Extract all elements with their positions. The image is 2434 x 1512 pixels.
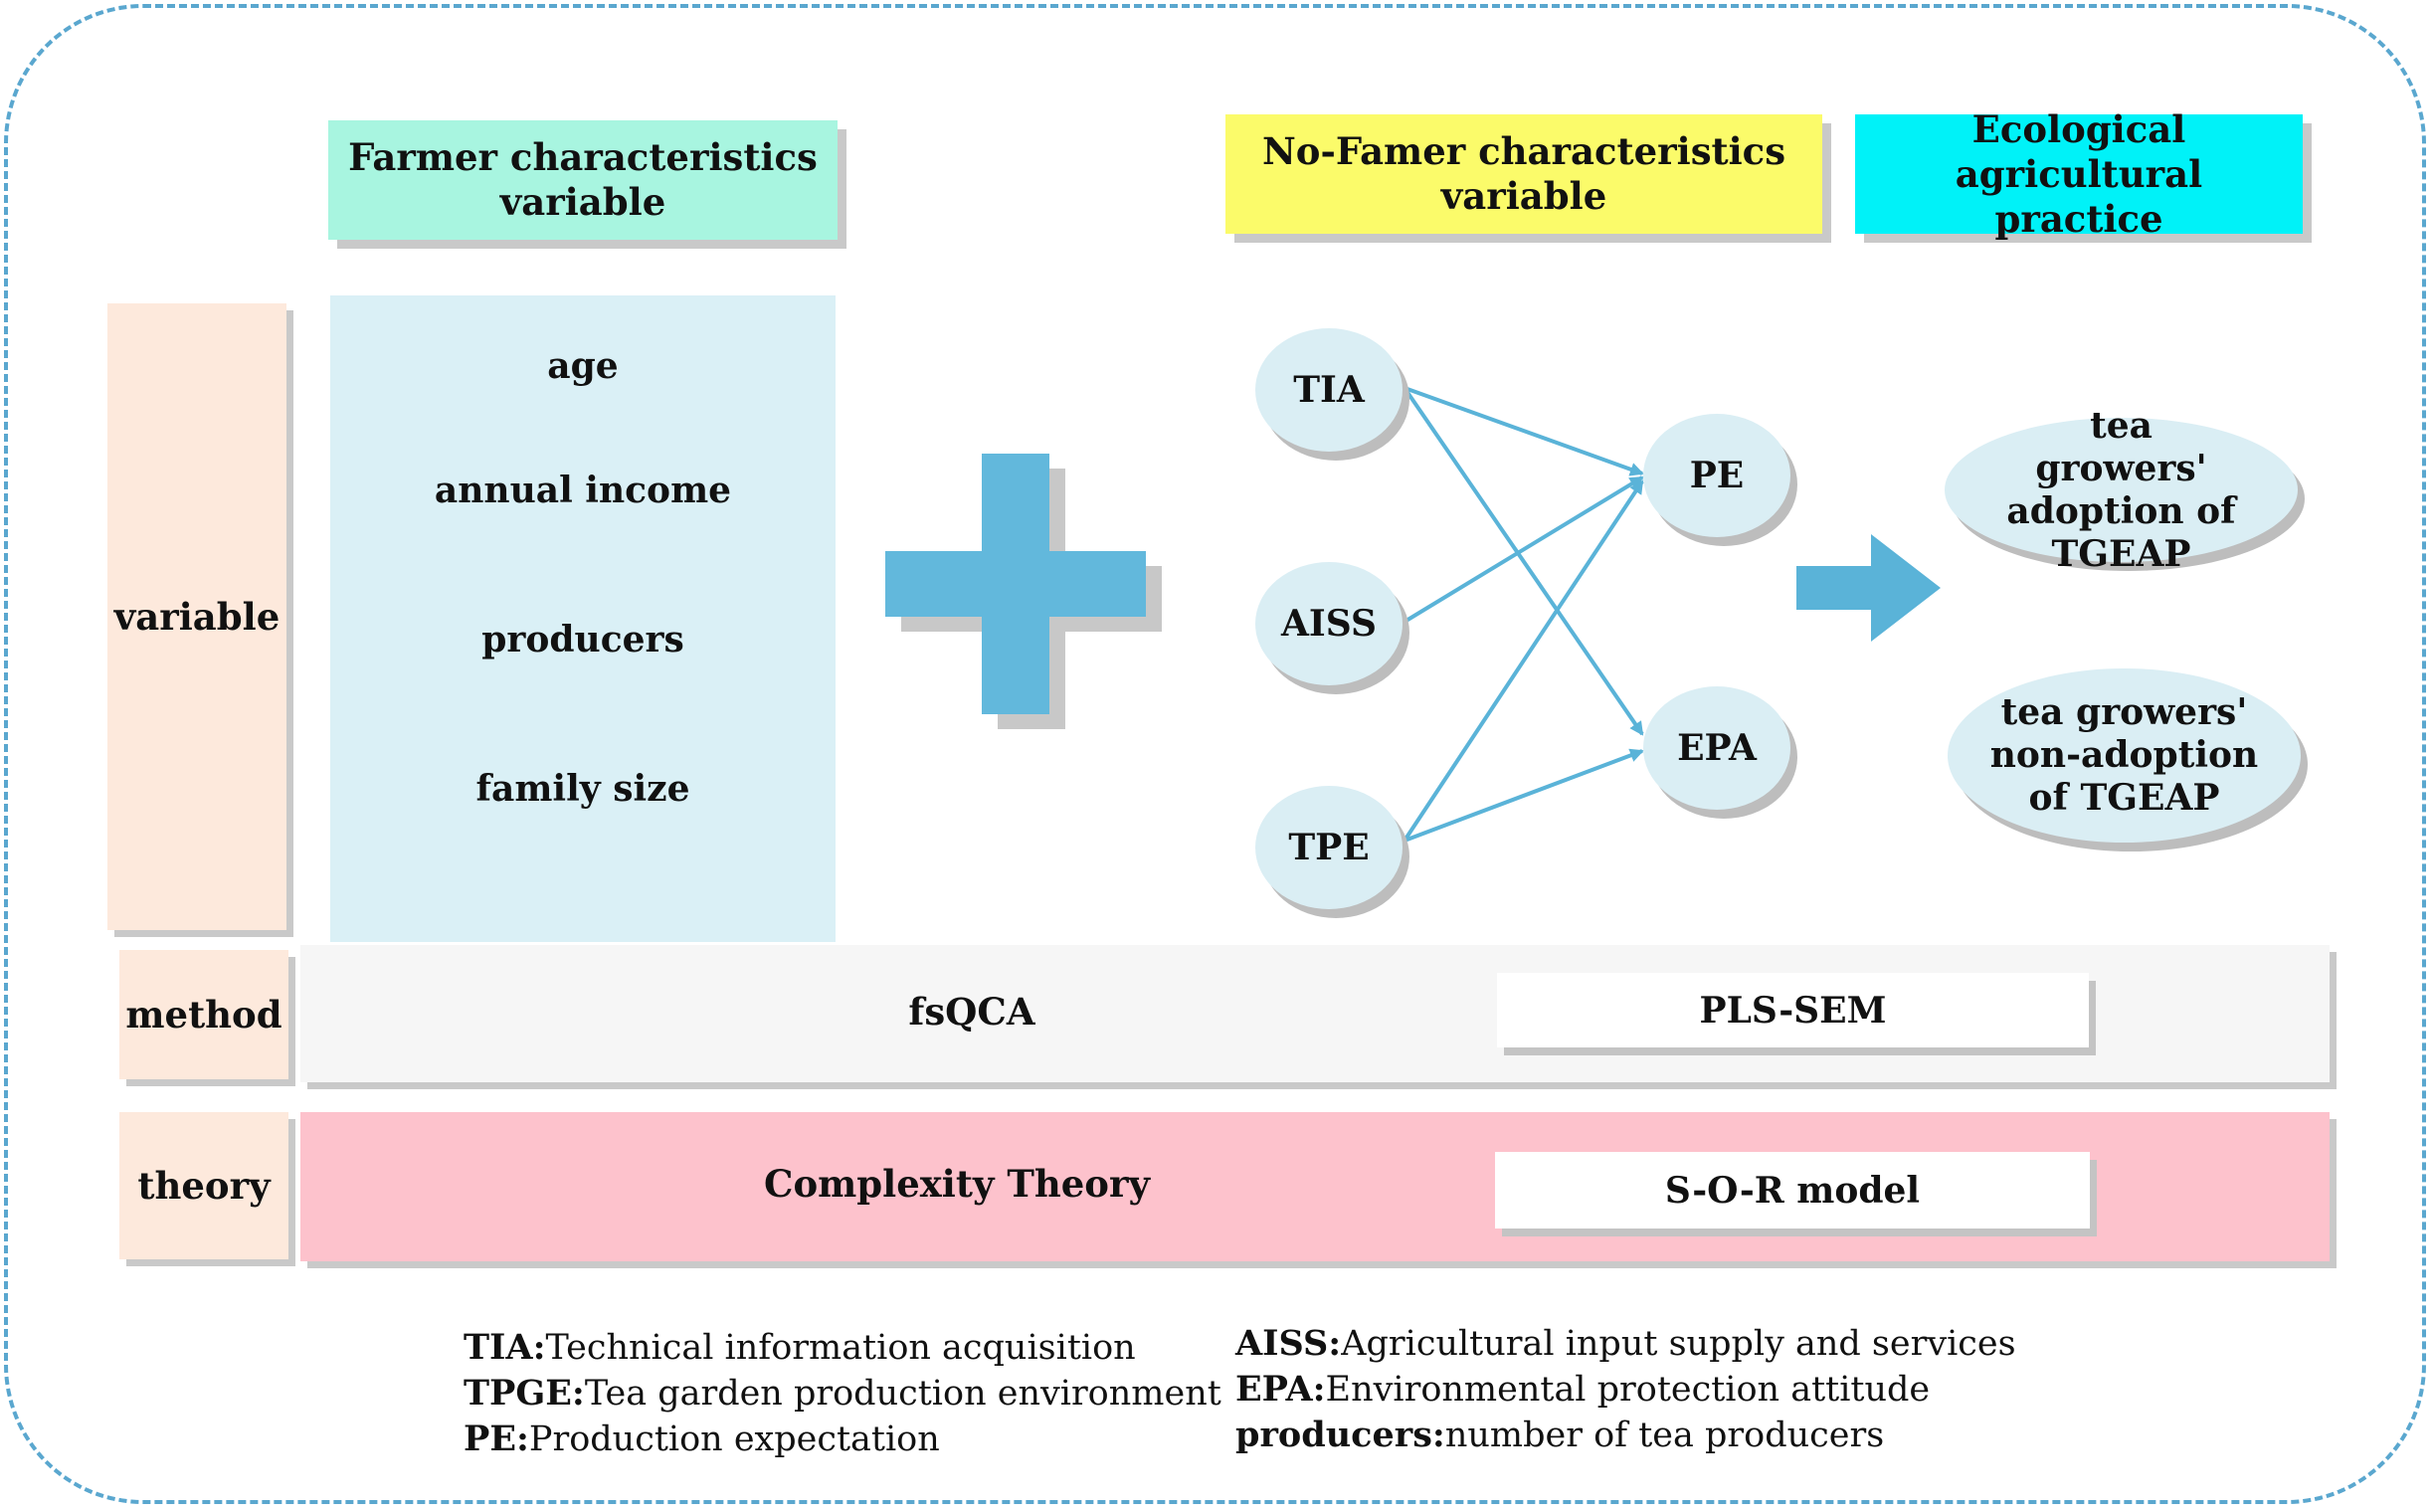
theory-label-text: theory xyxy=(137,1164,271,1208)
legend-item: producers:number of tea producers xyxy=(1235,1415,1885,1455)
legend-item: TIA:Technical information acquisition xyxy=(464,1327,1136,1368)
var-family-size: family size xyxy=(475,768,690,810)
arrow-tia-epa xyxy=(1403,386,1644,736)
node-tia: TIA xyxy=(1255,328,1403,452)
legend-item: PE:Production expectation xyxy=(464,1418,940,1459)
node-tia-label: TIA xyxy=(1293,369,1365,411)
sor-model-box: S-O-R model xyxy=(1495,1152,2090,1228)
outcome-adoption: tea growers' adoption of TGEAP xyxy=(1945,405,2298,575)
arrow-tpe-pe xyxy=(1403,479,1644,843)
arrow-tpe-epa xyxy=(1404,748,1644,843)
arrow-aiss-pe xyxy=(1403,475,1644,624)
outcome-adoption-label: tea growers' adoption of TGEAP xyxy=(2006,404,2236,575)
legend-item: EPA:Environmental protection attitude xyxy=(1235,1369,1931,1410)
variable-label-text: variable xyxy=(113,595,281,639)
node-aiss-label: AISS xyxy=(1281,603,1377,645)
legend-item: AISS:Agricultural input supply and servi… xyxy=(1235,1323,2016,1364)
dashed-frame xyxy=(4,4,2426,1504)
pls-sem-label: PLS-SEM xyxy=(1699,989,1887,1032)
legend-item: TPGE:Tea garden production environment xyxy=(464,1373,1221,1414)
eco-header-text: Ecological agricultural practice xyxy=(1955,106,2203,241)
complexity-theory-label: Complexity Theory xyxy=(764,1162,1150,1206)
farmer-header-text: Farmer characteristics variable xyxy=(348,135,818,224)
legend-left: TIA:Technical information acquisition TP… xyxy=(464,1325,1221,1462)
plus-icon xyxy=(885,454,1162,729)
theory-label: theory xyxy=(119,1112,288,1259)
path-arrows xyxy=(1403,386,1644,843)
result-arrow-icon xyxy=(1796,534,1941,642)
nonfarmer-header-text: No-Famer characteristics variable xyxy=(1261,129,1786,218)
node-epa: EPA xyxy=(1643,686,1790,810)
pls-sem-box: PLS-SEM xyxy=(1497,973,2089,1047)
method-label: method xyxy=(119,950,288,1079)
outcome-non-adoption-label: tea growers' non-adoption of TGEAP xyxy=(1989,691,2259,819)
arrow-tia-pe xyxy=(1404,386,1644,476)
sor-model-label: S-O-R model xyxy=(1664,1169,1921,1212)
var-annual-income: annual income xyxy=(434,470,732,511)
farmer-variables-panel: age annual income producers family size xyxy=(330,295,836,942)
eco-header: Ecological agricultural practice xyxy=(1855,107,2303,241)
node-pe: PE xyxy=(1643,414,1790,537)
method-label-text: method xyxy=(125,993,282,1037)
node-aiss: AISS xyxy=(1255,562,1403,685)
var-producers: producers xyxy=(481,619,684,661)
node-pe-label: PE xyxy=(1689,455,1745,496)
fsqca-label: fsQCA xyxy=(908,990,1035,1034)
node-tpe-label: TPE xyxy=(1288,827,1370,868)
node-tpe: TPE xyxy=(1255,786,1403,909)
nonfarmer-header: No-Famer characteristics variable xyxy=(1225,114,1822,234)
farmer-header: Farmer characteristics variable xyxy=(328,120,838,240)
var-age: age xyxy=(547,345,619,387)
variable-label: variable xyxy=(107,303,286,930)
legend-right: AISS:Agricultural input supply and servi… xyxy=(1235,1321,2016,1458)
node-epa-label: EPA xyxy=(1677,727,1757,769)
outcome-non-adoption: tea growers' non-adoption of TGEAP xyxy=(1948,668,2301,843)
